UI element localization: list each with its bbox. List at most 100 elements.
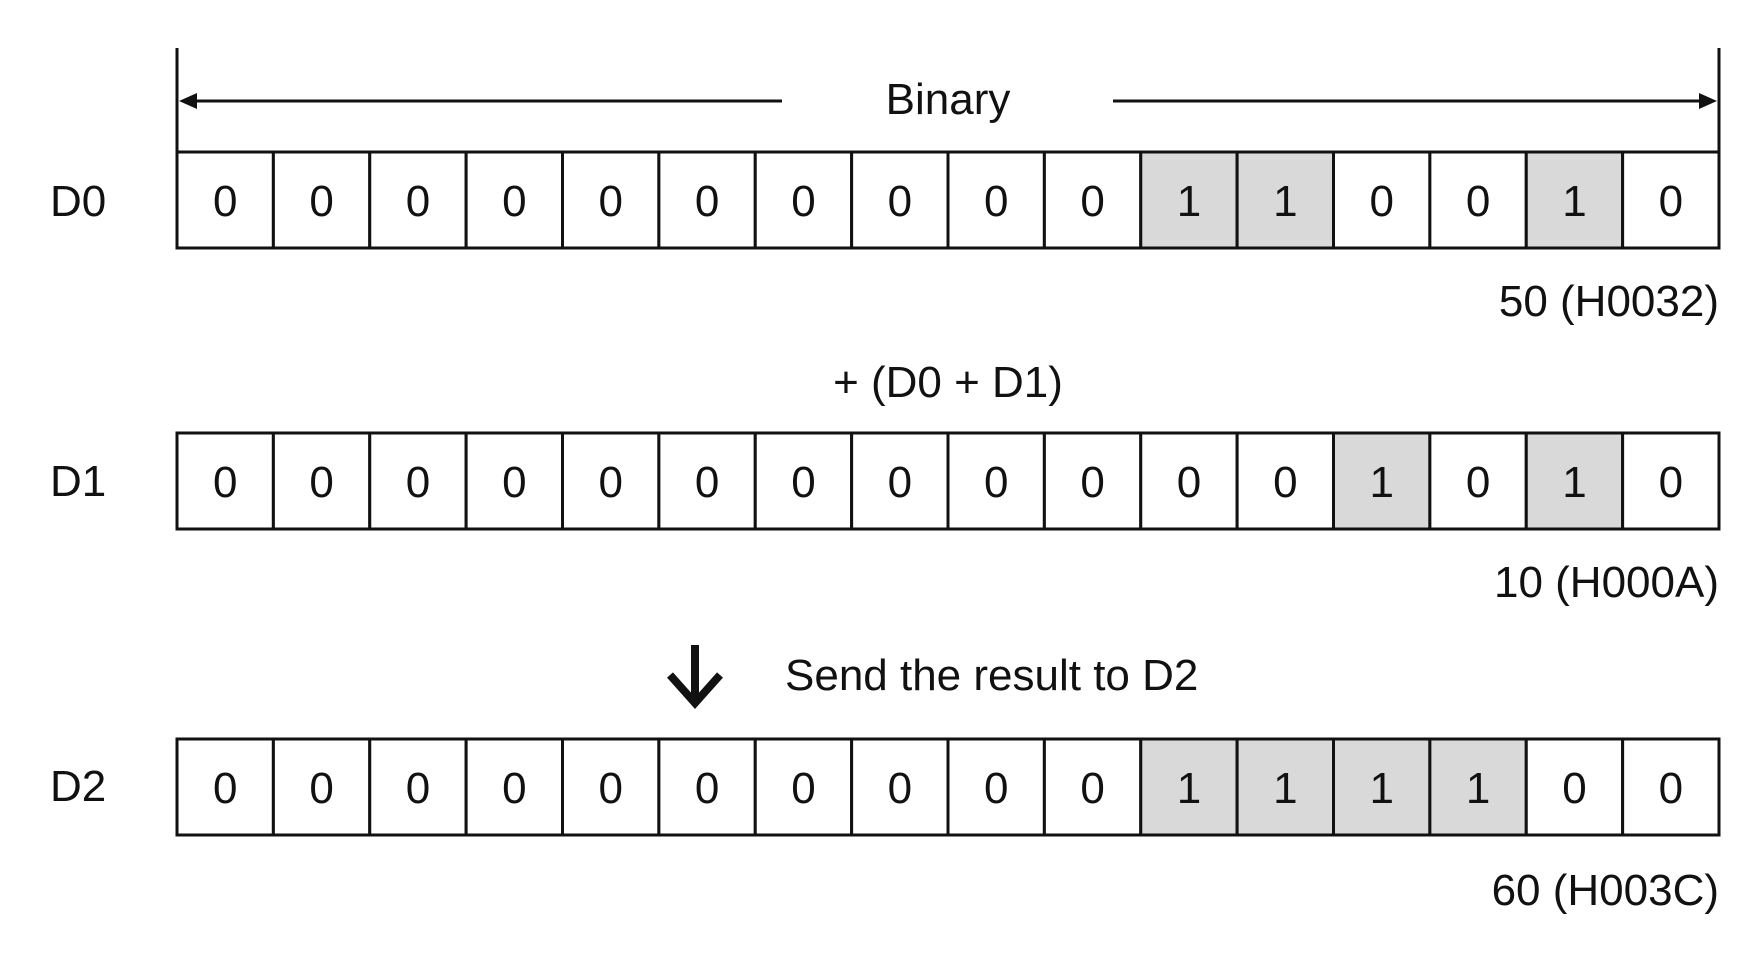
bit-value: 0 [1562, 764, 1586, 813]
bit-cell: 0 [753, 737, 854, 837]
bit-box [1428, 150, 1528, 250]
bit-value: 0 [309, 458, 333, 507]
register-value: 50 (H0032) [1499, 277, 1719, 326]
bit-cell: 0 [368, 431, 468, 531]
bit-box [1139, 431, 1239, 531]
bit-cell: 0 [946, 431, 1046, 531]
bit-box [175, 150, 275, 250]
bit-value: 1 [1177, 177, 1201, 226]
bit-value: 0 [502, 177, 526, 226]
bit-cell: 0 [1139, 431, 1239, 531]
bit-box [1332, 150, 1432, 250]
bit-cell: 1 [1524, 431, 1625, 531]
bit-value: 0 [1466, 458, 1490, 507]
bit-value: 0 [1659, 458, 1683, 507]
bit-cell: 0 [464, 431, 564, 531]
bit-value: 0 [309, 177, 333, 226]
bit-cell: 0 [271, 150, 372, 250]
bit-box [1042, 150, 1143, 250]
bit-cell: 0 [561, 150, 661, 250]
bit-value: 0 [406, 458, 430, 507]
bit-cell: 0 [1621, 737, 1721, 837]
bit-value: 1 [1177, 764, 1201, 813]
bit-value: 0 [598, 458, 622, 507]
operation-label: + (D0 + D1) [833, 358, 1063, 407]
bit-cell: 0 [946, 150, 1046, 250]
bit-box [1042, 737, 1143, 837]
bit-value: 1 [1273, 177, 1297, 226]
bit-cell: 0 [464, 737, 564, 837]
bit-box [368, 431, 468, 531]
bit-value: 0 [1466, 177, 1490, 226]
bit-cell: 1 [1235, 150, 1335, 250]
bit-box [1621, 431, 1721, 531]
bit-cell: 1 [1428, 737, 1528, 837]
register-name: D0 [50, 177, 106, 226]
bit-cell: 0 [946, 737, 1046, 837]
bit-value: 0 [984, 458, 1008, 507]
bit-value: 0 [1080, 177, 1104, 226]
bit-box [1524, 737, 1625, 837]
span-arrowhead-right [1699, 93, 1717, 109]
bit-cell: 0 [175, 150, 275, 250]
bit-value: 0 [888, 764, 912, 813]
bit-cell: 0 [1524, 737, 1625, 837]
down-arrow-icon [667, 645, 723, 710]
bit-cell: 1 [1332, 431, 1432, 531]
bit-box [1332, 737, 1432, 837]
bit-box [850, 431, 950, 531]
bit-cell: 0 [1042, 150, 1143, 250]
bit-value: 0 [1080, 764, 1104, 813]
bit-value: 1 [1273, 764, 1297, 813]
bit-cell: 0 [1428, 431, 1528, 531]
bit-cell: 0 [271, 737, 372, 837]
binary-label: Binary [886, 75, 1011, 124]
bit-box [271, 431, 372, 531]
register-name: D2 [50, 762, 106, 811]
bit-box [368, 737, 468, 837]
bit-value: 0 [213, 458, 237, 507]
bit-value: 0 [984, 177, 1008, 226]
bit-cell: 0 [271, 431, 372, 531]
bit-box [271, 737, 372, 837]
bit-box [1235, 150, 1335, 250]
bit-value: 0 [695, 177, 719, 226]
bit-box [946, 737, 1046, 837]
bit-cell: 0 [561, 431, 661, 531]
bit-cell: 1 [1139, 150, 1239, 250]
bit-value: 0 [1080, 458, 1104, 507]
bit-box [1621, 737, 1721, 837]
bit-cell: 0 [1621, 150, 1721, 250]
bit-cell: 0 [175, 737, 275, 837]
bit-value: 0 [1273, 458, 1297, 507]
bit-box [271, 150, 372, 250]
bit-box [1332, 431, 1432, 531]
bit-box [1621, 150, 1721, 250]
bit-cell: 0 [1332, 150, 1432, 250]
bit-box [464, 150, 564, 250]
bit-box [946, 431, 1046, 531]
bit-value: 0 [791, 458, 815, 507]
bit-value: 1 [1562, 177, 1586, 226]
bit-cell: 0 [175, 431, 275, 531]
bit-box [1139, 150, 1239, 250]
bit-box [1235, 737, 1335, 837]
bit-value: 0 [598, 177, 622, 226]
bit-cell: 0 [850, 737, 950, 837]
bit-value: 0 [791, 177, 815, 226]
bit-cell: 0 [1235, 431, 1335, 531]
bit-cell: 0 [850, 431, 950, 531]
bit-value: 1 [1369, 458, 1393, 507]
bit-value: 0 [502, 458, 526, 507]
bit-cell: 0 [368, 150, 468, 250]
register-name: D1 [50, 457, 106, 506]
bit-cell: 0 [753, 431, 854, 531]
bit-value: 0 [598, 764, 622, 813]
bit-cell: 1 [1332, 737, 1432, 837]
bit-value: 0 [791, 764, 815, 813]
bit-value: 0 [406, 764, 430, 813]
bit-value: 0 [1659, 177, 1683, 226]
